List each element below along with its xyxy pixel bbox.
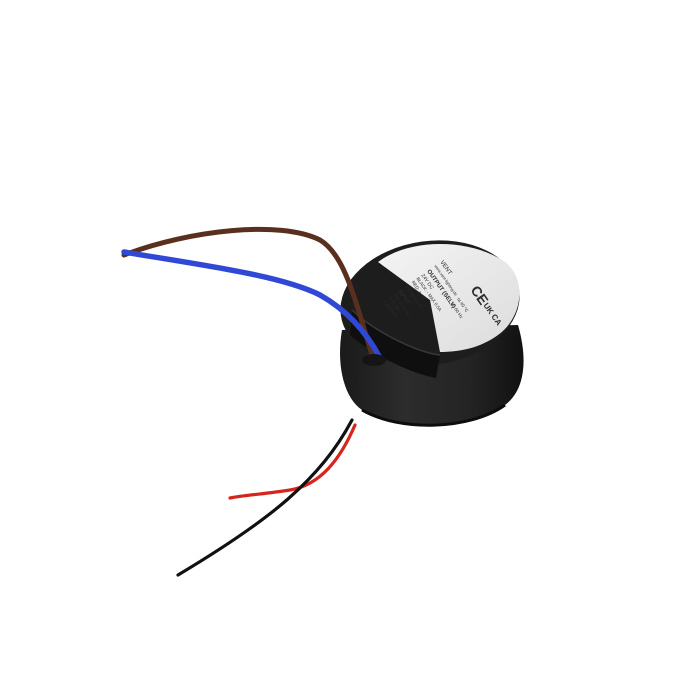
red-wire <box>228 423 357 500</box>
wire-entry <box>362 354 386 366</box>
product-label <box>378 244 520 352</box>
brown-wire <box>121 226 375 358</box>
black-wire <box>176 418 354 577</box>
blue-wire <box>121 249 383 361</box>
